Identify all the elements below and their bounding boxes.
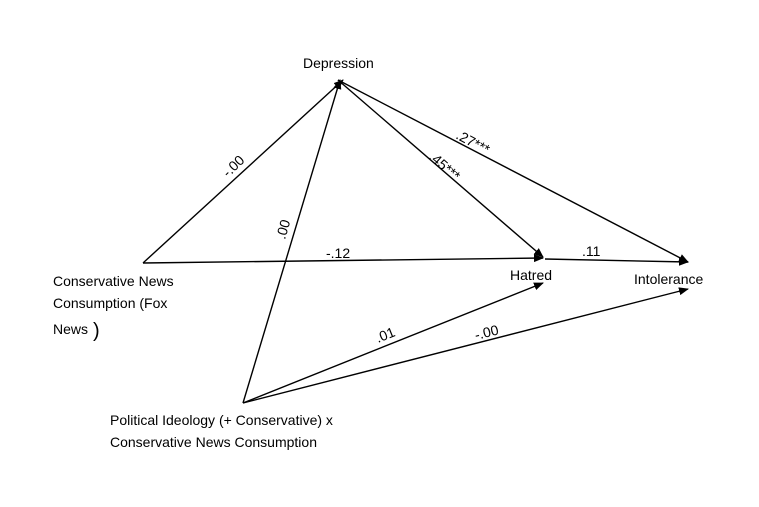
coef-interaction-to-depression: .00 [273,218,294,241]
node-interaction-line2: Conservative News Consumption [110,434,317,450]
arrow-interaction-to-intolerance [242,287,689,404]
coef-depression-to-hatred: .45*** [426,148,464,184]
arrow-interaction-to-depression [242,79,342,404]
node-conservative-news-line3: News [53,321,88,337]
arrow-news-to-depression [142,79,344,264]
coef-interaction-to-hatred: .01 [373,324,397,346]
coef-news-to-hatred: -.12 [326,245,350,261]
node-intolerance: Intolerance [634,271,703,287]
node-depression: Depression [303,55,374,71]
arrow-hatred-to-intolerance [544,257,689,266]
coef-interaction-to-intolerance: -.00 [473,321,500,342]
arrow-depression-to-intolerance [337,79,689,263]
coef-depression-to-intolerance: .27*** [454,127,494,158]
coef-hatred-to-intolerance: .11 [582,243,601,259]
node-hatred: Hatred [510,267,552,283]
node-conservative-news-line2: Consumption (Fox [53,295,167,311]
node-conservative-news-paren: ) [93,320,100,342]
coef-news-to-depression: -.00 [219,152,248,180]
arrow-interaction-to-hatred [242,282,544,404]
arrow-depression-to-hatred [337,79,544,258]
node-interaction-line1: Political Ideology (+ Conservative) x [110,412,333,428]
arrow-news-to-hatred [142,254,544,264]
node-conservative-news-line1: Conservative News [53,273,174,289]
